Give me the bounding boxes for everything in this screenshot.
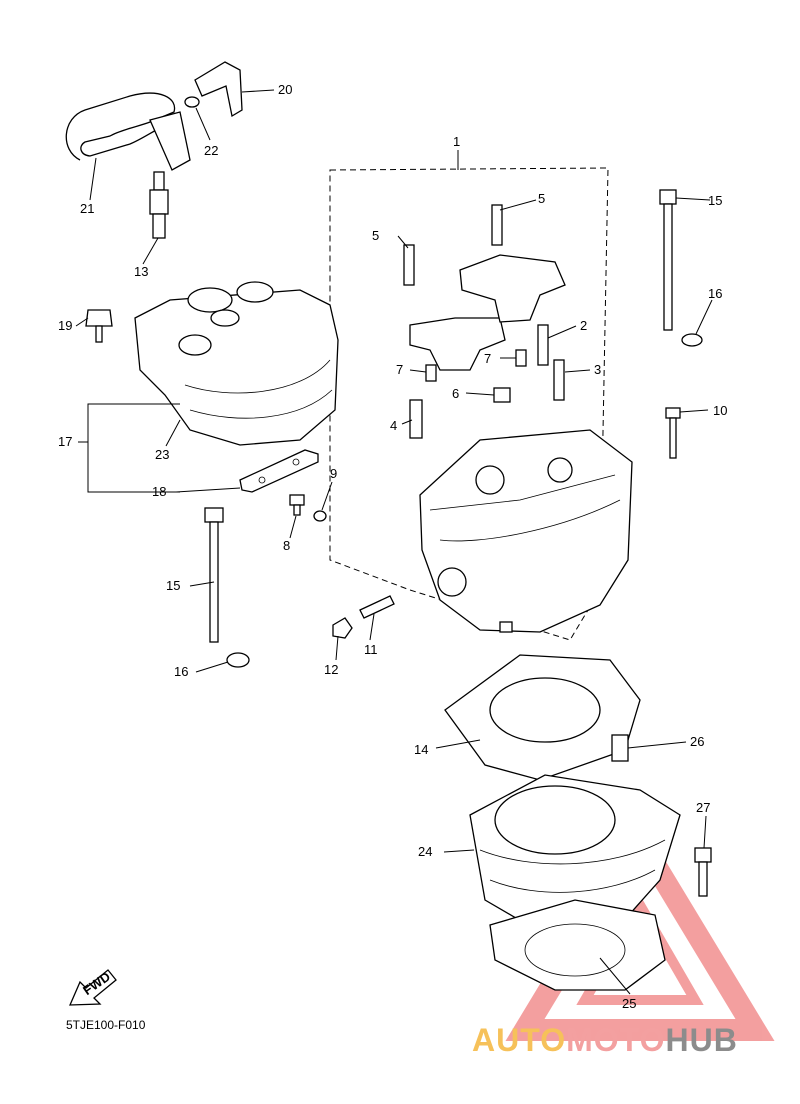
camshaft-cap-rear	[459, 254, 566, 323]
part-label: 21	[80, 201, 94, 216]
part-label: 27	[696, 800, 710, 815]
cylinder-head	[419, 429, 633, 633]
elbow-hose	[194, 61, 243, 118]
part-label: 13	[134, 264, 148, 279]
part-label: 23	[155, 447, 169, 462]
stud-bolt	[359, 595, 395, 619]
watermark-auto: AUTO	[472, 1022, 567, 1058]
part-label: 10	[713, 403, 727, 418]
part-label: 6	[452, 386, 459, 401]
part-label: 1	[453, 134, 460, 149]
valve-guide	[537, 324, 549, 366]
fwd-arrow-icon: FWD	[68, 969, 117, 1006]
camshaft-cap-front	[409, 317, 506, 371]
watermark-moto: MOTO	[566, 1022, 666, 1058]
cylinder-dowel	[611, 734, 629, 762]
cover-gasket-plate	[239, 449, 319, 493]
part-label: 12	[324, 662, 338, 677]
part-label: 8	[283, 538, 290, 553]
cylinder-head-assembly-outline	[329, 167, 609, 641]
nut	[332, 617, 353, 639]
head-bolt-washer	[681, 333, 703, 347]
part-label: 7	[484, 351, 491, 366]
washer	[313, 510, 327, 522]
spark-plug	[149, 171, 169, 239]
head-gasket	[444, 654, 641, 781]
head-bolt-long	[204, 507, 224, 643]
part-number-labels: 1 2 3 4 5 5 6 7 7 8 9 10 11 12 13 14 15 …	[58, 82, 727, 1011]
cylinder-head-cover	[134, 281, 339, 446]
part-label: 25	[622, 996, 636, 1011]
watermark-hub: HUB	[665, 1022, 738, 1058]
cylinder-bolt	[694, 847, 712, 897]
cylinder-block	[469, 774, 681, 936]
dowel-pin	[425, 364, 437, 382]
part-label: 15	[708, 193, 722, 208]
part-label: 16	[174, 664, 188, 679]
part-label: 3	[594, 362, 601, 377]
part-label: 26	[690, 734, 704, 749]
cap-bolt	[403, 244, 415, 286]
cover-bolt	[85, 309, 113, 343]
part-label: 22	[204, 143, 218, 158]
part-label: 24	[418, 844, 432, 859]
leader-lines	[75, 89, 713, 995]
drawing-code: 5TJE100-F010	[66, 1018, 146, 1032]
part-label: 2	[580, 318, 587, 333]
head-bolt-long	[659, 189, 677, 331]
head-bolt-short	[665, 407, 681, 459]
part-label: 14	[414, 742, 428, 757]
dowel-pin	[515, 349, 527, 367]
part-label: 16	[708, 286, 722, 301]
small-bolt	[289, 494, 305, 516]
part-label: 20	[278, 82, 292, 97]
valve-guide	[553, 359, 565, 401]
cap-bolt	[491, 204, 503, 246]
part-label: 17	[58, 434, 72, 449]
watermark-logo: AUTOMOTOHUB	[472, 1022, 738, 1059]
part-label: 11	[364, 642, 378, 657]
head-bolt-washer	[226, 652, 250, 668]
part-label: 5	[538, 191, 545, 206]
breather-hose	[65, 92, 191, 171]
part-label: 5	[372, 228, 379, 243]
part-label: 7	[396, 362, 403, 377]
part-label: 19	[58, 318, 72, 333]
part-label: 9	[330, 466, 337, 481]
cylinder-base-gasket	[489, 899, 666, 991]
hose-clip	[184, 96, 200, 108]
sleeve	[409, 399, 423, 439]
part-label: 4	[390, 418, 397, 433]
plug	[493, 387, 511, 403]
part-label: 18	[152, 484, 166, 499]
part-label: 15	[166, 578, 180, 593]
